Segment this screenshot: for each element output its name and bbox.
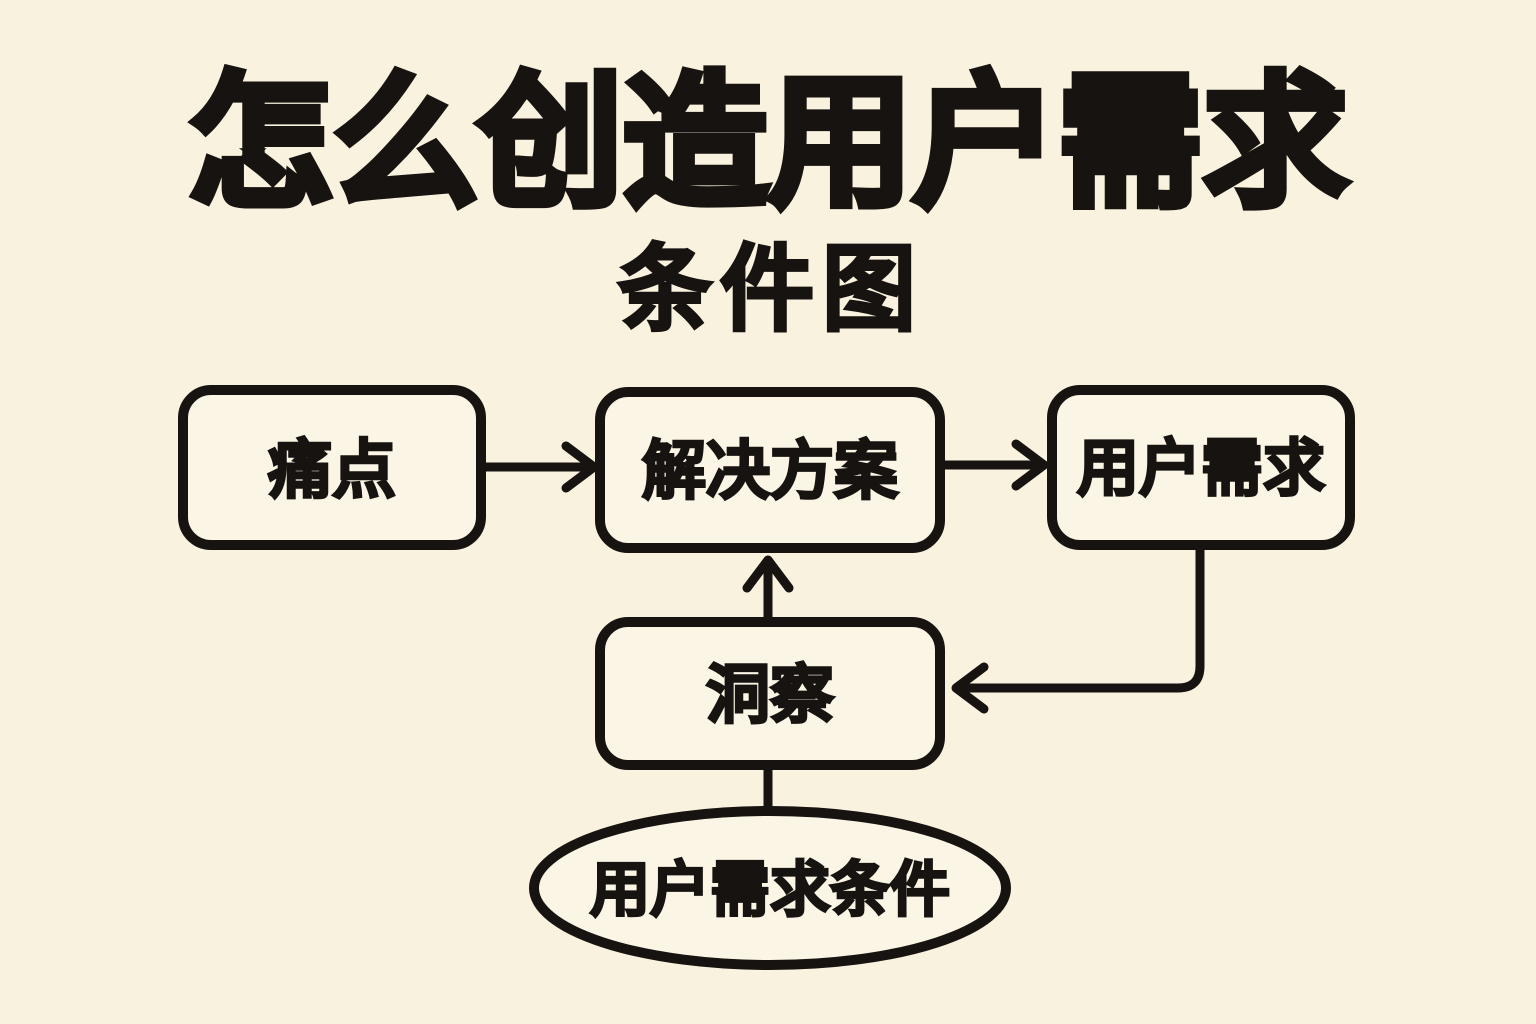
node-user-demand-condition-label: 用户需求条件 bbox=[590, 857, 950, 924]
node-solution-box bbox=[595, 387, 945, 553]
edge-pain-point-to-solution bbox=[481, 441, 599, 493]
node-user-demand-box bbox=[1047, 385, 1355, 550]
node-solution: 解决方案 bbox=[595, 387, 945, 553]
node-pain-point: 痛点 bbox=[178, 385, 486, 550]
node-insight: 洞察 bbox=[595, 617, 945, 770]
node-pain-point-box bbox=[178, 385, 486, 550]
arrowhead-left-icon bbox=[951, 662, 989, 714]
node-user-demand: 用户需求 bbox=[1047, 385, 1355, 550]
page-subtitle: 条件图 bbox=[618, 237, 924, 342]
node-insight-label: 洞察 bbox=[706, 659, 834, 731]
arrowhead-up-icon bbox=[742, 555, 794, 593]
edge-line bbox=[963, 543, 1205, 693]
node-pain-point-label: 痛点 bbox=[268, 434, 396, 506]
page-title: 怎么创造用户需求 bbox=[188, 62, 1348, 224]
node-solution-label: 解决方案 bbox=[642, 435, 899, 507]
node-insight-box bbox=[595, 617, 945, 770]
node-user-demand-condition: 用户需求条件 bbox=[529, 806, 1011, 970]
arrowhead-right-icon bbox=[1011, 439, 1049, 491]
node-user-demand-label: 用户需求 bbox=[1077, 435, 1325, 504]
edge-user-demand-to-insight bbox=[951, 543, 1205, 714]
edge-insight-to-solution bbox=[742, 555, 794, 625]
edge-solution-to-user-demand bbox=[939, 439, 1049, 491]
arrowhead-right-icon bbox=[561, 441, 599, 493]
node-user-demand-condition-ellipse bbox=[529, 806, 1011, 970]
